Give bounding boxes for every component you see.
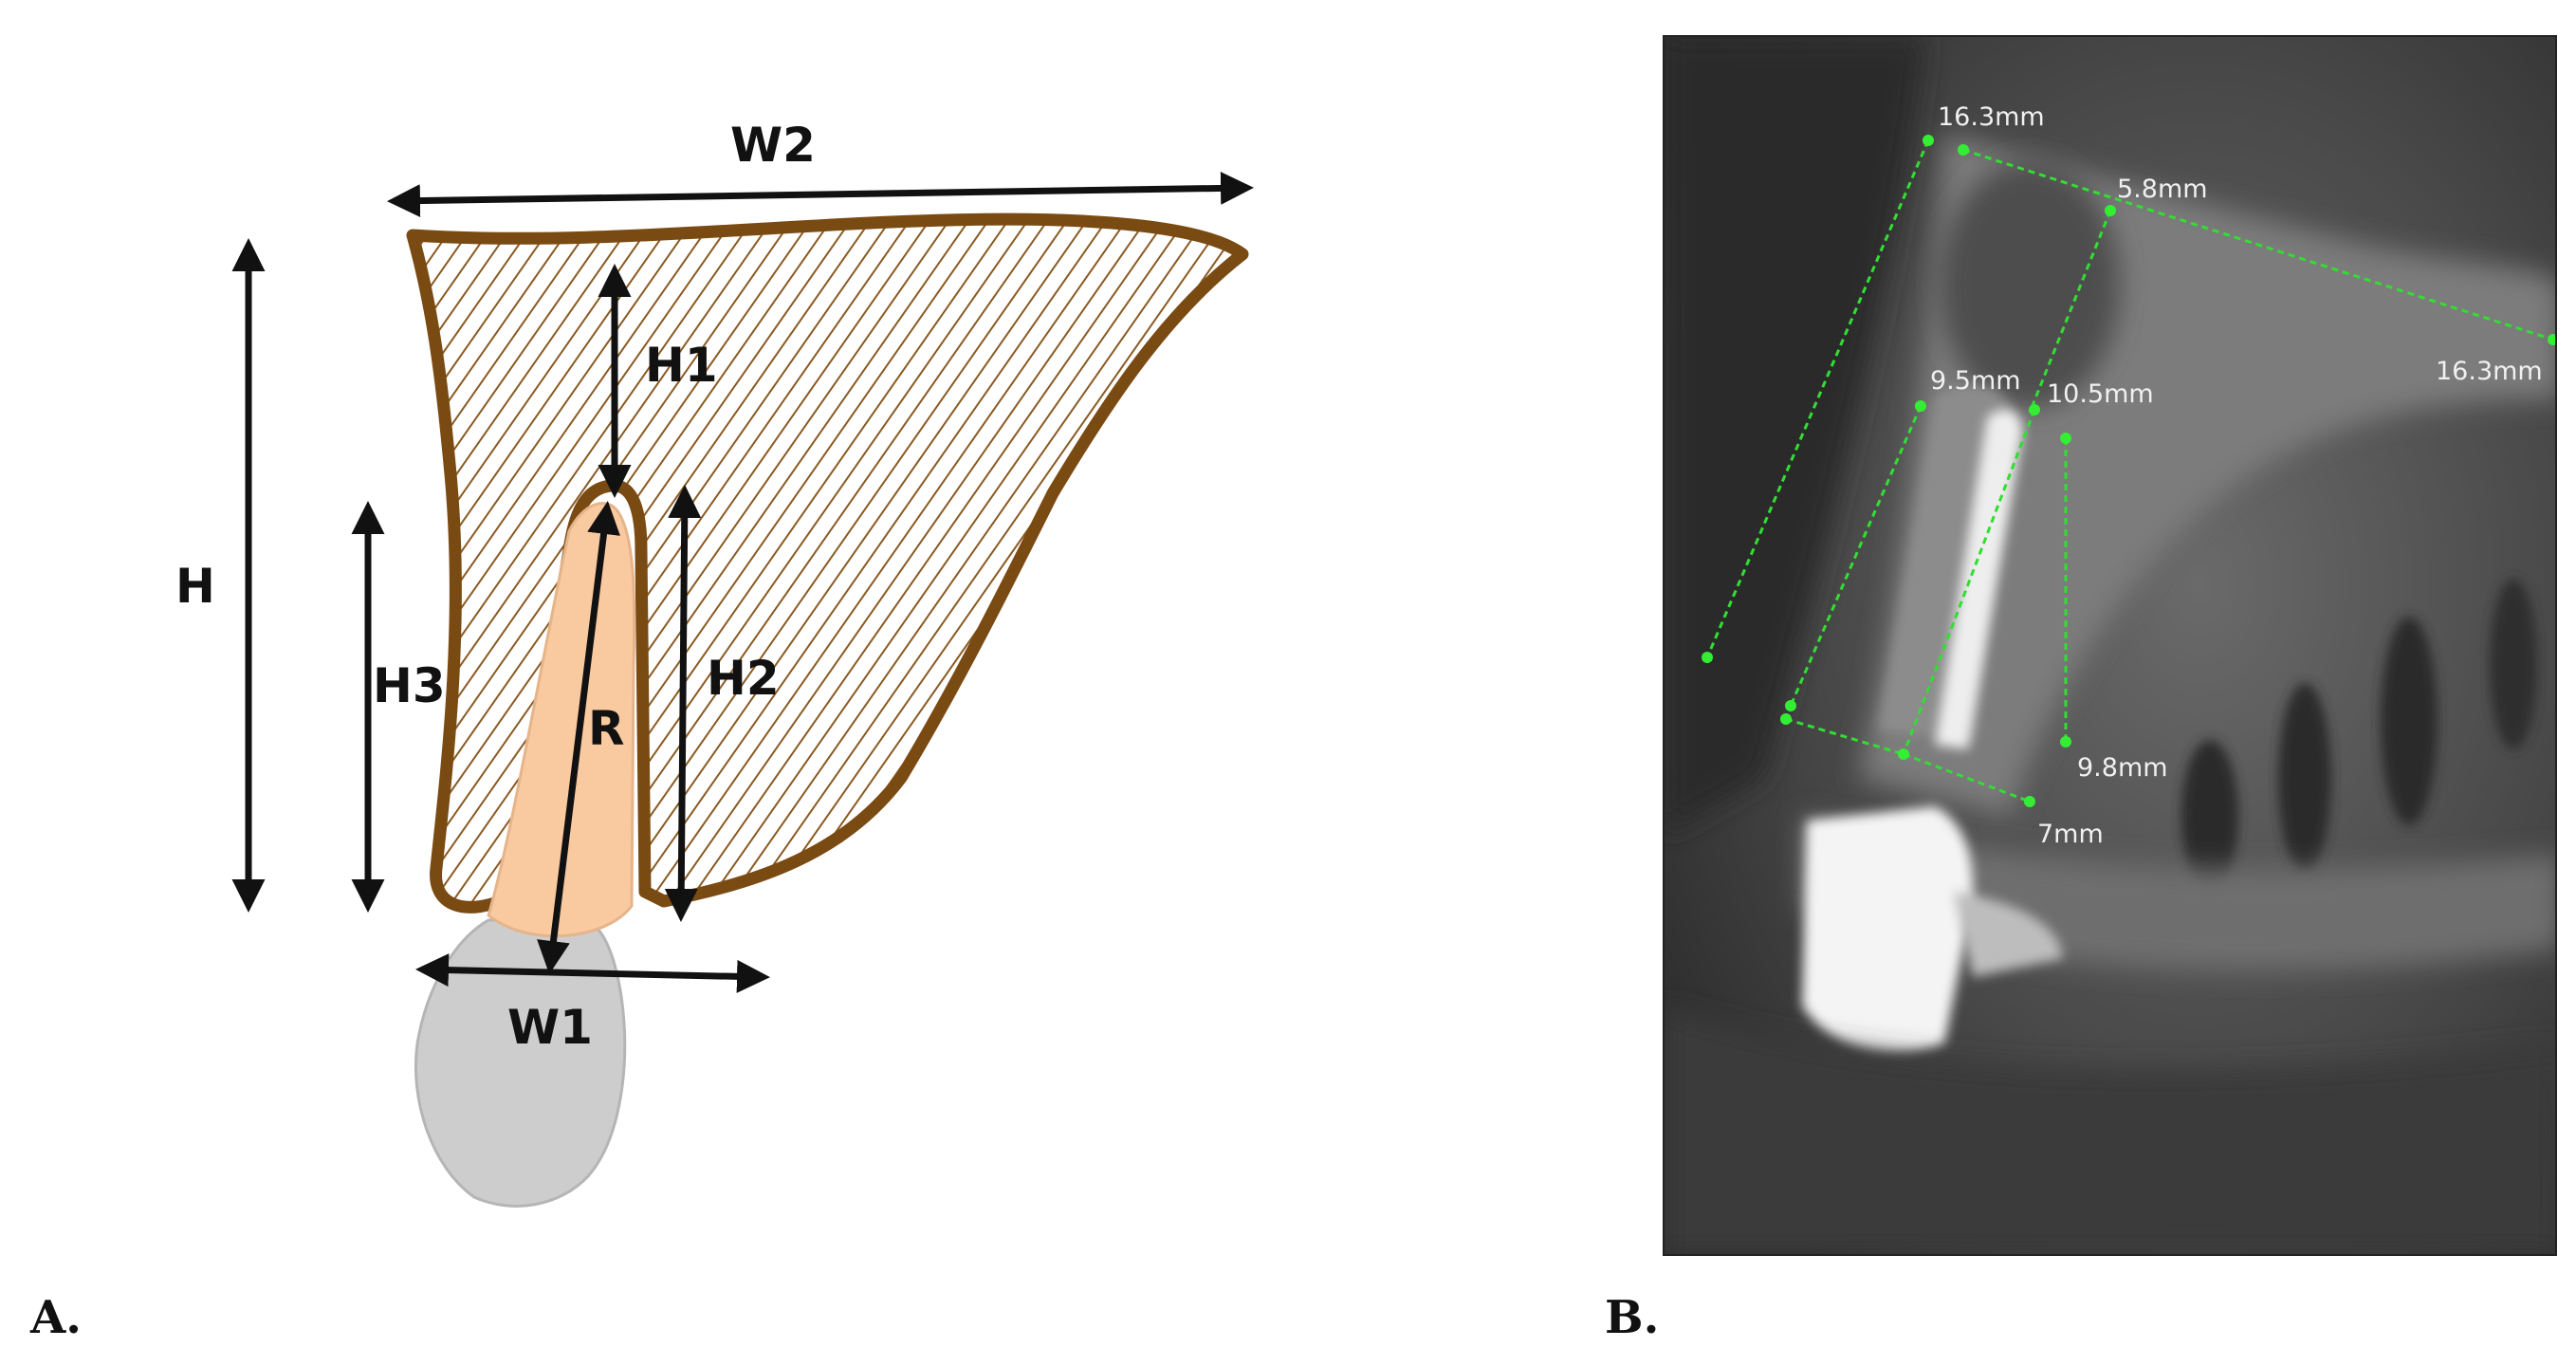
measure-label-2: 5.8mm (2117, 175, 2208, 204)
measurement-points (1702, 135, 2556, 807)
measure-label-3: 16.3mm (2436, 357, 2543, 386)
measure-line-5mm (2028, 210, 2112, 414)
label-h2: H2 (707, 651, 780, 706)
measure-label-7: 7mm (2037, 820, 2104, 849)
measure-label-4: 9.5mm (1930, 366, 2021, 396)
ct-image-border (1663, 35, 2557, 1256)
h2-arrow (664, 485, 702, 922)
panel-label-a: A. (29, 1291, 82, 1344)
label-h3: H3 (373, 658, 446, 713)
label-r: R (588, 701, 625, 756)
measure-line-root-left (1789, 405, 1923, 707)
label-w1: W1 (507, 1000, 593, 1055)
label-w2: W2 (730, 118, 816, 173)
label-h: H (175, 559, 215, 614)
measurement-overlay (1705, 139, 2554, 803)
w2-arrow (387, 171, 1254, 218)
measure-line-top (1962, 148, 2554, 342)
measure-line-apex (1785, 717, 1904, 756)
r-arrow (537, 501, 620, 974)
measure-line-16mm-left (1705, 139, 1930, 658)
w1-arrow (415, 953, 770, 993)
measure-label-1: 16.3mm (1938, 102, 2045, 132)
label-h1: H1 (645, 338, 718, 393)
measure-line-root-right (1902, 409, 2036, 755)
tooth-crown (414, 916, 627, 1208)
measure-label-6: 9.8mm (2077, 753, 2168, 783)
schematic-diagram: W2 H H1 H3 H2 R W1 (175, 118, 1254, 1208)
panel-label-b: B. (1605, 1291, 1659, 1344)
ct-scan-image: 16.3mm 5.8mm 16.3mm 9.5mm 10.5mm 9.8mm 7… (1664, 36, 2556, 1255)
measure-label-5: 10.5mm (2047, 379, 2154, 409)
